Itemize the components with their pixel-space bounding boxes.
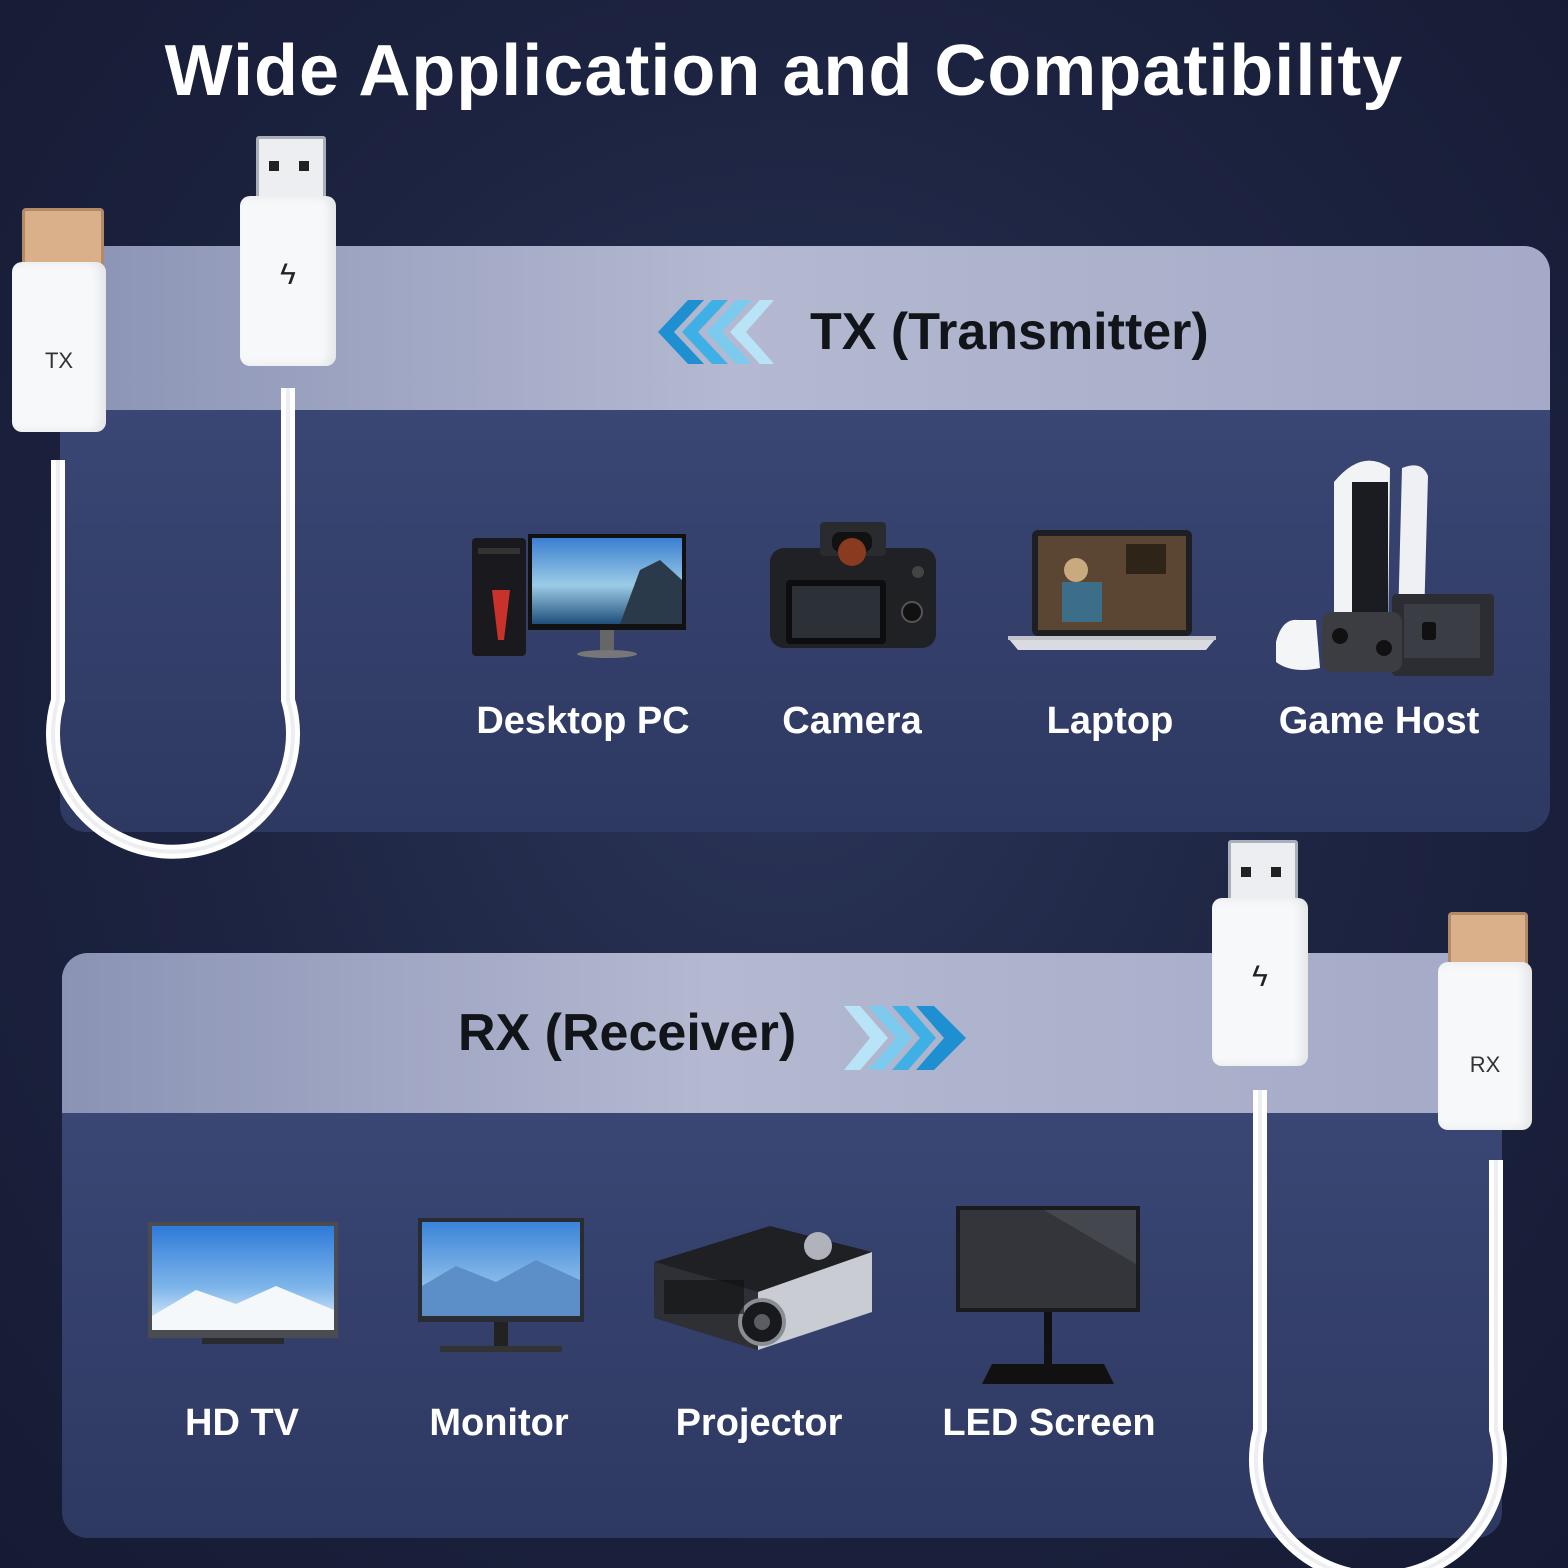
device-label-desktop-pc: Desktop PC bbox=[476, 700, 690, 742]
device-label-projector: Projector bbox=[675, 1402, 843, 1444]
rx-usb-connector-icon bbox=[1228, 840, 1298, 908]
tv-icon bbox=[148, 1222, 338, 1344]
chevrons-right-icon bbox=[844, 1006, 966, 1070]
device-label-game-host: Game Host bbox=[1278, 700, 1480, 742]
rx-usb-power-plug: ϟ bbox=[1212, 898, 1308, 1066]
rx-dongle: RX bbox=[1438, 962, 1532, 1130]
chevrons-left-icon bbox=[658, 300, 774, 364]
desktop-pc-icon bbox=[472, 534, 686, 658]
device-label-laptop: Laptop bbox=[1046, 700, 1174, 742]
tx-dongle: TX bbox=[12, 262, 106, 432]
projector-icon bbox=[654, 1226, 872, 1350]
rx-lightning-icon: ϟ bbox=[1252, 960, 1268, 993]
led-screen-icon bbox=[956, 1206, 1140, 1384]
lightning-icon: ϟ bbox=[280, 258, 296, 291]
page-title: Wide Application and Compatibility bbox=[164, 31, 1404, 111]
device-label-led-screen: LED Screen bbox=[942, 1402, 1156, 1444]
monitor-icon bbox=[418, 1218, 584, 1352]
rx-section-label: RX (Receiver) bbox=[458, 1004, 797, 1062]
game-console-icon bbox=[1276, 460, 1494, 676]
device-label-camera: Camera bbox=[782, 700, 922, 742]
tx-panel bbox=[60, 246, 1550, 832]
tx-usb-power-plug: ϟ bbox=[240, 196, 336, 366]
camera-icon bbox=[770, 522, 936, 648]
usb-connector-icon bbox=[256, 136, 326, 204]
rx-dongle-tag: RX bbox=[1469, 1052, 1501, 1077]
device-label-hd-tv: HD TV bbox=[185, 1402, 299, 1444]
tx-dongle-tag: TX bbox=[44, 348, 74, 373]
device-label-monitor: Monitor bbox=[429, 1402, 569, 1444]
laptop-icon bbox=[1008, 530, 1216, 650]
tx-section-label: TX (Transmitter) bbox=[810, 303, 1209, 361]
